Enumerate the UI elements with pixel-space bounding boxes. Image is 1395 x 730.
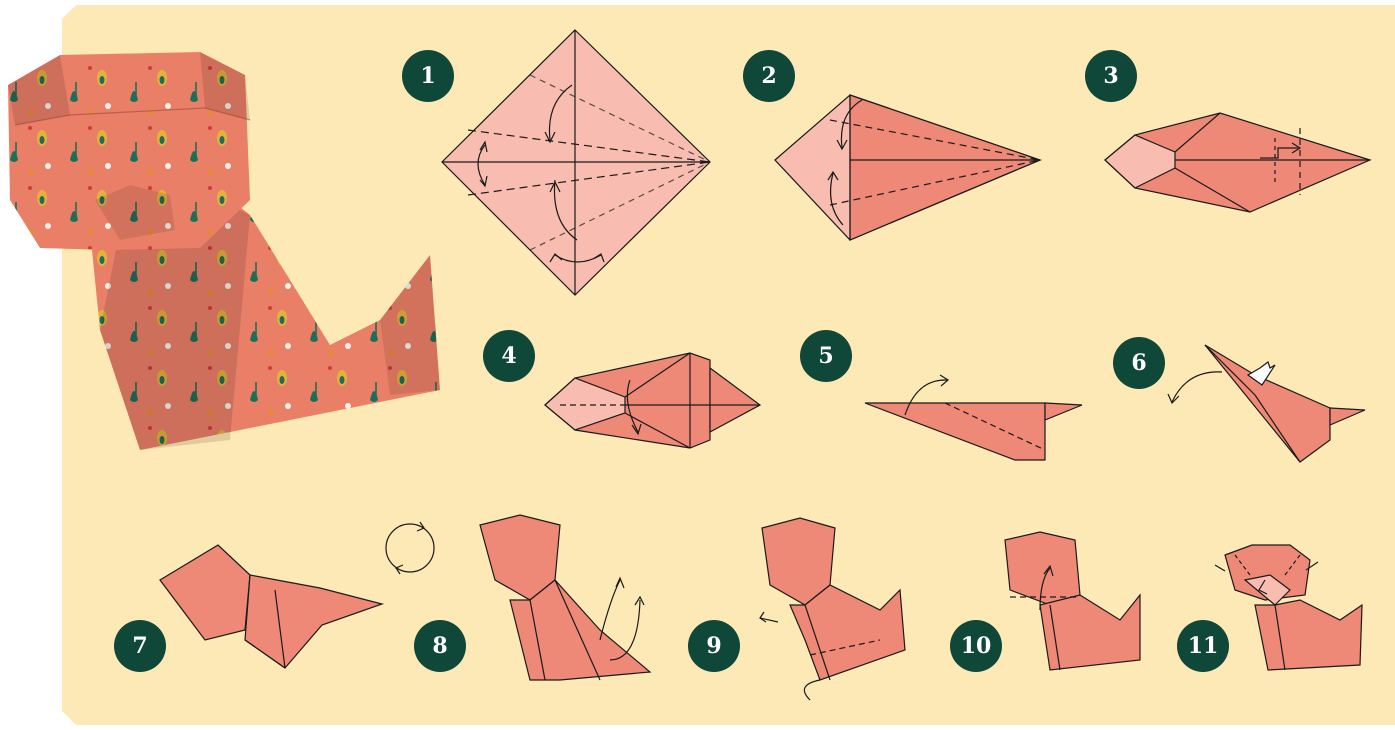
step-badge-10: 10 [950,620,1002,672]
step-badge-1: 1 [402,50,454,102]
step-number-4: 4 [501,343,517,369]
step-11-diagram [1214,544,1363,671]
step-6-diagram [1167,344,1366,463]
step-number-2: 2 [761,63,777,89]
step-badge-6: 6 [1113,337,1165,389]
step-badge-2: 2 [743,50,795,102]
step-10-diagram [1004,531,1141,671]
step-badge-3: 3 [1085,50,1137,102]
step-5-diagram [864,374,1083,461]
step-number-11: 11 [1187,633,1219,659]
step-badge-11: 11 [1177,620,1229,672]
step-number-5: 5 [818,343,834,369]
step-badge-5: 5 [800,330,852,382]
step-2-diagram [774,94,1042,241]
finished-model-illustration [8,52,440,450]
step-number-9: 9 [706,633,722,659]
step-number-6: 6 [1131,350,1147,376]
step-badge-4: 4 [483,330,535,382]
step-badge-8: 8 [414,620,466,672]
step-number-7: 7 [132,633,148,659]
step-badge-7: 7 [114,620,166,672]
step-8-diagram [479,514,652,681]
step-number-8: 8 [432,633,448,659]
step-number-10: 10 [960,633,992,659]
step-3-diagram [1104,112,1372,213]
step-1-diagram [441,29,711,296]
step-9-diagram [759,517,906,701]
step-number-3: 3 [1103,63,1119,89]
step-number-1: 1 [420,63,436,89]
step-7-diagram [159,521,435,669]
step-badge-9: 9 [688,620,740,672]
step-4-diagram [544,352,762,449]
